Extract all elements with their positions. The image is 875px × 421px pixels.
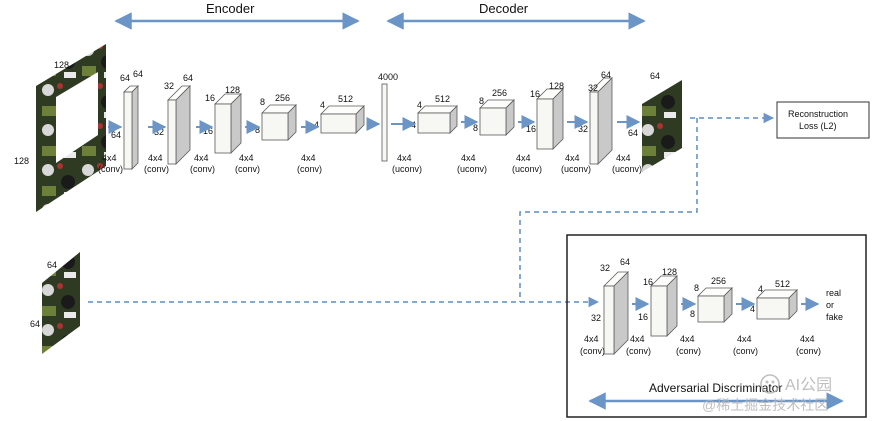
dec1-type: (uconv) (392, 164, 422, 174)
disc5-op: 4x4 (800, 334, 815, 344)
output-image (642, 80, 682, 172)
enc2-op: 4x4 (148, 153, 163, 163)
enc3-top: 128 (225, 85, 240, 95)
disc1-left: 32 (600, 263, 610, 273)
disc1-type: (conv) (580, 346, 605, 356)
dec4-left: 32 (588, 83, 598, 93)
dec3-left: 16 (530, 89, 540, 99)
enc4-top: 256 (275, 93, 290, 103)
real-left-dim: 64 (30, 319, 40, 329)
loss-line2: Loss (L2) (799, 121, 837, 131)
disc4-left: 4 (758, 284, 763, 294)
input-top-dim: 128 (54, 60, 69, 70)
enc4-op: 4x4 (239, 153, 254, 163)
output-top-dim: 64 (650, 71, 660, 81)
dec5-type: (uconv) (612, 164, 642, 174)
disc4-type: (conv) (733, 346, 758, 356)
enc5-top: 512 (338, 94, 353, 104)
disc2-type: (conv) (626, 346, 651, 356)
encoder-title: Encoder (206, 1, 255, 16)
dec2-op: 4x4 (461, 153, 476, 163)
decoder-title: Decoder (479, 1, 529, 16)
enc5-side: 4 (314, 120, 319, 130)
bottleneck-bar (381, 83, 388, 162)
encoder-layers (123, 83, 388, 170)
disc2-left: 16 (643, 277, 653, 287)
loss-line1: Reconstruction (788, 109, 848, 119)
enc3-type: (conv) (190, 164, 215, 174)
disc5-type: (conv) (796, 346, 821, 356)
disc4-op: 4x4 (737, 334, 752, 344)
dec4-op: 4x4 (565, 153, 580, 163)
enc4-type: (conv) (235, 164, 260, 174)
enc2-type: (conv) (144, 164, 169, 174)
real-top-dim: 64 (47, 260, 57, 270)
enc3-left: 16 (205, 93, 215, 103)
disc1-op: 4x4 (584, 334, 599, 344)
dec3-side: 16 (526, 124, 536, 134)
discriminator-title: Adversarial Discriminator (649, 381, 782, 395)
dec1-left: 4 (417, 100, 422, 110)
reconstruction-loss-box (776, 101, 870, 139)
discriminator-panel (566, 234, 867, 418)
disc4-top: 512 (775, 279, 790, 289)
dec2-left: 8 (479, 96, 484, 106)
enc1-top: 64 (133, 69, 143, 79)
bottleneck-label: 4000 (378, 72, 398, 82)
decoder-layers (417, 77, 613, 165)
dec3-top: 128 (549, 81, 564, 91)
enc4-left: 8 (260, 97, 265, 107)
disc2-side: 16 (638, 312, 648, 322)
disc2-top: 128 (662, 267, 677, 277)
enc1-left: 64 (120, 73, 130, 83)
disc3-left: 8 (694, 283, 699, 293)
output-to-discriminator-dashed (519, 118, 698, 302)
enc3-op: 4x4 (194, 153, 209, 163)
enc1-side: 64 (111, 130, 121, 140)
dec4-type: (uconv) (561, 164, 591, 174)
disc1-top: 64 (620, 257, 630, 267)
dec2-type: (uconv) (457, 164, 487, 174)
enc5-op: 4x4 (301, 153, 316, 163)
disc4-side: 4 (750, 304, 755, 314)
discriminator-layers (603, 271, 798, 355)
dec4-side: 32 (578, 124, 588, 134)
enc5-left: 4 (320, 100, 325, 110)
enc2-top: 64 (183, 73, 193, 83)
dec4-top: 64 (601, 70, 611, 80)
output-or: or (826, 300, 834, 310)
input-left-dim: 128 (14, 156, 29, 166)
watermark-logo: AI公园 @稀土掘金技术社区 (702, 374, 832, 413)
disc3-op: 4x4 (680, 334, 695, 344)
dec1-op: 4x4 (397, 153, 412, 163)
dec5-op: 4x4 (616, 153, 631, 163)
enc2-side: 32 (154, 127, 164, 137)
disc1-side: 32 (591, 313, 601, 323)
disc3-side: 8 (690, 309, 695, 319)
dec1-top: 512 (435, 94, 450, 104)
output-fake: fake (826, 312, 843, 322)
enc2-left: 32 (164, 81, 174, 91)
disc3-type: (conv) (676, 346, 701, 356)
dec2-top: 256 (492, 88, 507, 98)
watermark-line2: @稀土掘金技术社区 (702, 397, 828, 413)
enc5-type: (conv) (297, 164, 322, 174)
enc1-type: (conv) (98, 164, 123, 174)
dec3-type: (uconv) (512, 164, 542, 174)
dec3-op: 4x4 (516, 153, 531, 163)
enc1-op: 4x4 (102, 153, 117, 163)
forward-arrows (108, 115, 641, 134)
output-left-dim: 64 (628, 128, 638, 138)
real-image (42, 252, 80, 354)
watermark-line1: AI公园 (785, 377, 832, 394)
input-image (36, 44, 106, 212)
output-real: real (826, 288, 841, 298)
disc2-op: 4x4 (630, 334, 645, 344)
dec2-side: 8 (473, 123, 478, 133)
disc3-top: 256 (711, 276, 726, 286)
